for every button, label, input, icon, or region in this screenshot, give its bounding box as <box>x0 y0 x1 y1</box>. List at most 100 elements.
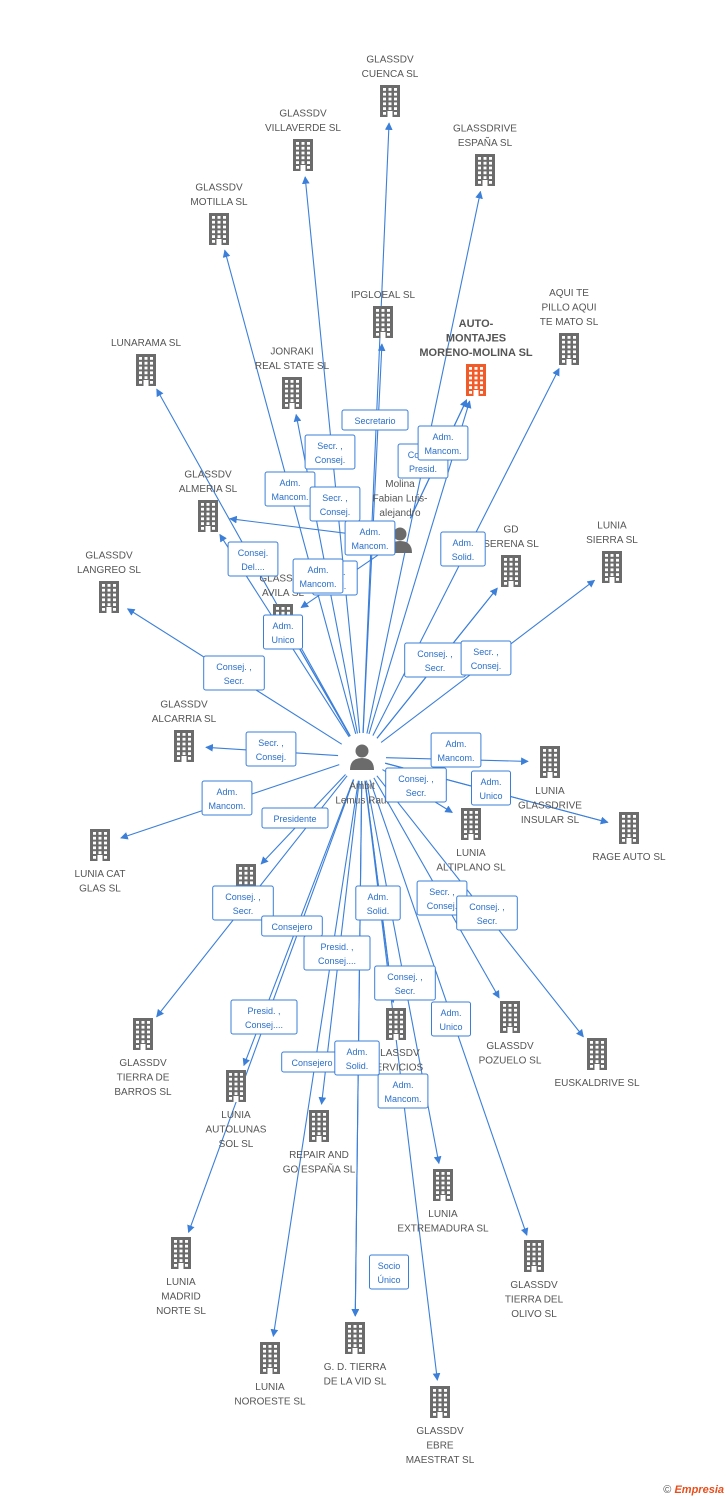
edge-label-ambit-alcarria[interactable]: Secr. ,Consej. <box>245 731 297 767</box>
edge-label-text: Único <box>377 1275 400 1285</box>
edge-label-ambit-lunarama[interactable]: Consej.Del.... <box>227 541 279 577</box>
building-window <box>489 157 492 160</box>
building-door <box>143 380 149 386</box>
node-label: LUNIA <box>428 1209 458 1220</box>
edge-label-ambit-gdserena[interactable]: Consej. ,Secr. <box>404 642 466 678</box>
building-icon <box>501 555 521 587</box>
building-window <box>532 1243 536 1246</box>
edge-label-text: Secr. , <box>322 493 348 503</box>
edge-label-ambit-gdserena[interactable]: Adm.Solid. <box>440 531 486 567</box>
edge-label-ambit-avila[interactable]: Adm.Mancom. <box>292 558 344 594</box>
building-window <box>185 1259 188 1262</box>
edge-label-ambit-autolunas[interactable]: Consejero <box>261 915 323 937</box>
building-window <box>538 1267 541 1270</box>
node-euskaldrive[interactable]: EUSKALDRIVE SL <box>554 1038 640 1089</box>
edge-label-text: Presid. , <box>320 942 353 952</box>
edge-label-ambit-gdvid[interactable]: Adm.Solid. <box>334 1040 380 1076</box>
edge-label-ambit-luniacat[interactable]: Adm.Mancom. <box>201 780 253 816</box>
node-lunarama[interactable]: LUNARAMA SL <box>111 338 181 386</box>
building-window <box>323 1117 326 1121</box>
building-window <box>217 235 221 238</box>
edge-label-ambit-tierrabarros[interactable]: Consej. ,Secr. <box>212 885 274 921</box>
building-window <box>381 318 385 322</box>
edge-label-ambit-ebre[interactable]: Adm.Mancom. <box>377 1073 429 1109</box>
building-window <box>622 815 625 818</box>
edge-label-ambit-insular[interactable]: Adm.Mancom. <box>430 732 482 768</box>
edge-label-ambit-repair[interactable]: Presid. ,Consej.... <box>303 935 371 971</box>
building-window <box>532 1257 536 1261</box>
building-window <box>323 1122 326 1126</box>
building-window <box>139 371 142 375</box>
edge-label-ambit-villaverde[interactable]: Secr. ,Consej. <box>304 434 356 470</box>
node-ipgloeal[interactable]: IPGLOEAL SL <box>351 290 416 338</box>
edge-label-ambit-cuenca[interactable]: Secretario <box>341 409 409 431</box>
edge-label-ambit-euskaldrive[interactable]: Consej. ,Secr. <box>456 895 518 931</box>
edge-label-molina-automontajes[interactable]: Adm.Mancom. <box>417 425 469 461</box>
building-window <box>274 1359 277 1363</box>
edge-label-ambit-madridnorte[interactable]: Presid. ,Consej.... <box>230 999 298 1035</box>
edge-label-ambit-servicios[interactable]: Consej. ,Secr. <box>374 965 436 1001</box>
building-window <box>147 1040 150 1043</box>
edge-label-ambit-extremadura[interactable]: Adm.Unico <box>431 1001 471 1037</box>
building-window <box>504 567 507 571</box>
node-rageauto[interactable]: RAGE AUTO SL <box>592 812 666 863</box>
node-label: MOTILLA SL <box>190 197 248 208</box>
building-window <box>433 1413 436 1416</box>
edge-label-ambit-noroeste[interactable]: Consejero <box>281 1051 343 1073</box>
building-window <box>223 230 226 234</box>
building-window <box>136 1045 139 1048</box>
edge-label-ambit-rageauto[interactable]: Consej. ,Secr. <box>385 767 447 803</box>
node-extremadura[interactable]: LUNIA EXTREMADURA SL <box>397 1169 489 1235</box>
building-window <box>296 161 299 164</box>
node-label: EXTREMADURA SL <box>397 1224 489 1235</box>
building-window <box>441 1176 445 1180</box>
edge-label-ambit-torrijos[interactable]: Presidente <box>261 807 329 829</box>
edge-label-ambit-luniasierra[interactable]: Secr. ,Consej. <box>460 640 512 676</box>
building-window <box>229 1092 232 1095</box>
building-window <box>474 367 478 370</box>
edge-label-ambit-pozuelo[interactable]: Secr. ,Consej. <box>416 880 468 916</box>
building-icon <box>619 812 639 844</box>
edge-label-ambit-glassdrive_es[interactable]: Adm.Mancom. <box>344 520 396 556</box>
building-window <box>179 1249 183 1253</box>
edge-label-ambit-langreo[interactable]: Consej. ,Secr. <box>203 655 265 691</box>
edge-label-ambit-rageauto[interactable]: Adm.Unico <box>471 770 511 806</box>
building-window <box>376 323 379 327</box>
building-icon <box>345 1322 365 1354</box>
edge-label-ambit-motilla[interactable]: Adm.Mancom. <box>264 471 316 507</box>
edge-label-ambit-jonraki[interactable]: Secr. ,Consej. <box>309 486 361 522</box>
building-window <box>554 753 557 757</box>
building-window <box>229 1077 232 1081</box>
building-window <box>212 507 215 511</box>
edge-label-ambit-avila[interactable]: Adm.Unico <box>263 614 303 650</box>
brand-logo[interactable]: Empresia <box>674 1484 724 1496</box>
edge-label-ambit-servicios[interactable]: Adm.Solid. <box>355 885 401 921</box>
building-window <box>489 176 492 179</box>
